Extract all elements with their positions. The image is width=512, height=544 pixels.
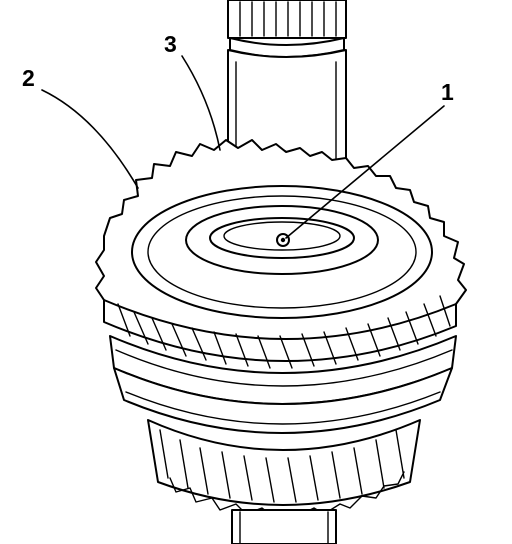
- callout-1-leader: [285, 105, 445, 239]
- shaft-splines: [239, 1, 337, 37]
- callout-label-2: 2: [22, 65, 35, 91]
- callout-2-leader: [41, 89, 139, 189]
- shaft-spline-section: [227, 0, 347, 39]
- callout-3-leader: [181, 55, 221, 151]
- shaft-lower-stub: [231, 509, 337, 544]
- synchronizer-band: [109, 335, 457, 434]
- lower-helical-gear: [147, 419, 421, 517]
- callout-label-3: 3: [164, 31, 177, 57]
- helical-teeth-lines: [117, 295, 451, 369]
- helical-gear: [95, 139, 467, 369]
- callout-label-1: 1: [441, 79, 454, 105]
